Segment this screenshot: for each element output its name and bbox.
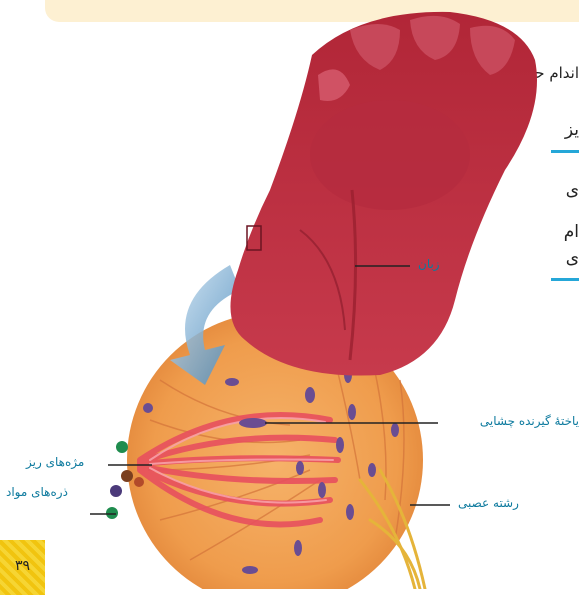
page-number: ۳۹ <box>0 540 45 595</box>
label-taste-receptor-cell: یاختهٔ گیرنده چشایی <box>443 414 579 428</box>
label-nerve-fiber: رشته عصبی <box>458 496 519 510</box>
label-particles: ذره‌های مواد <box>6 485 68 499</box>
label-microvilli: مژه‌های ریز <box>26 455 84 469</box>
label-tongue: زبان <box>418 257 440 271</box>
tongue <box>230 12 537 376</box>
